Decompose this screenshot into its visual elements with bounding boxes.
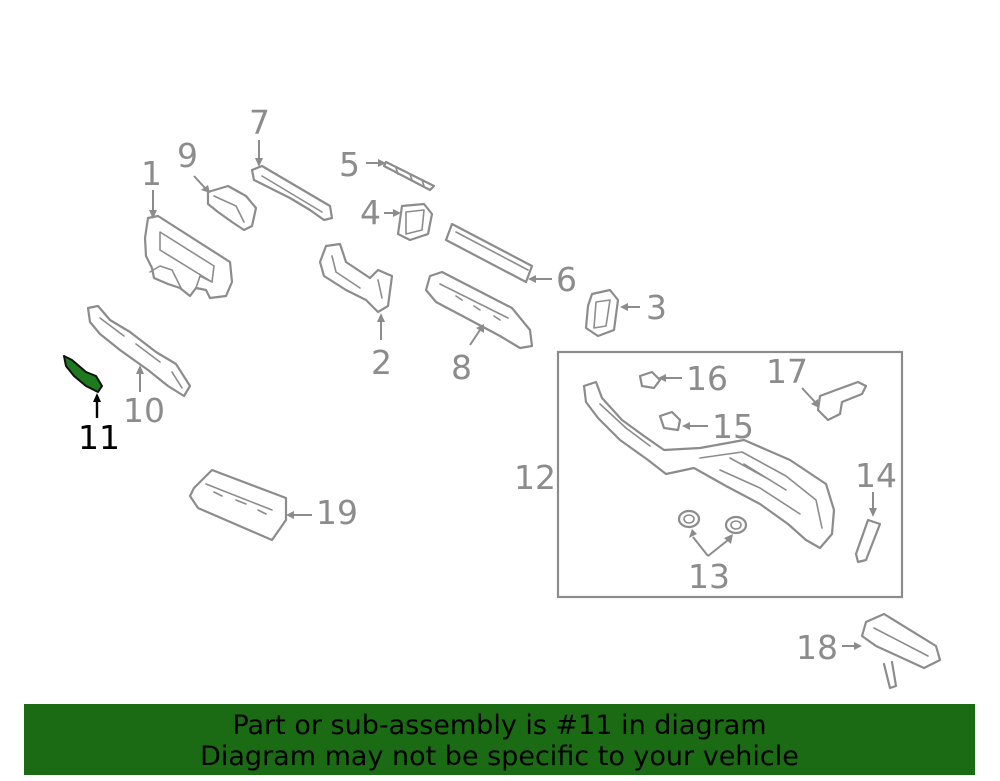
callout-14: 14 <box>855 456 897 495</box>
leader-13b <box>707 539 729 557</box>
part-19-drawing <box>188 468 288 542</box>
part-11-drawing <box>63 355 103 393</box>
callout-8: 8 <box>451 348 472 387</box>
leader-13a <box>692 536 709 557</box>
callout-7: 7 <box>249 103 270 142</box>
callout-11: 11 <box>78 418 120 457</box>
callout-15: 15 <box>712 407 754 446</box>
info-banner: Part or sub-assembly is #11 in diagram D… <box>24 704 975 775</box>
part-13-drawing <box>677 509 748 535</box>
part-6-drawing <box>444 222 534 284</box>
leader-17 <box>801 387 816 403</box>
part-2-drawing <box>318 242 394 314</box>
callout-17: 17 <box>766 352 808 391</box>
part-7-drawing <box>250 164 334 222</box>
part-8-drawing <box>424 270 534 350</box>
callout-12: 12 <box>514 458 556 497</box>
part-15-drawing <box>658 410 682 432</box>
callout-18: 18 <box>796 628 838 667</box>
callout-2: 2 <box>371 343 392 382</box>
part-14-drawing <box>854 518 882 564</box>
callout-9: 9 <box>177 136 198 175</box>
part-4-drawing <box>396 202 434 242</box>
callout-5: 5 <box>339 145 360 184</box>
part-17-drawing <box>816 380 868 422</box>
banner-line-2: Diagram may not be specific to your vehi… <box>200 741 799 772</box>
part-16-drawing <box>638 370 662 390</box>
banner-line-1: Part or sub-assembly is #11 in diagram <box>232 710 767 741</box>
callout-6: 6 <box>556 260 577 299</box>
callout-13: 13 <box>688 557 730 596</box>
part-10-drawing <box>86 304 192 398</box>
callout-19: 19 <box>316 493 358 532</box>
part-5-drawing <box>382 160 436 192</box>
part-18-drawing <box>860 612 942 690</box>
callout-16: 16 <box>686 359 728 398</box>
callout-3: 3 <box>646 288 667 327</box>
part-9-drawing <box>206 184 258 232</box>
part-1-drawing <box>143 214 234 300</box>
callout-4: 4 <box>360 193 381 232</box>
sub-assembly-box <box>556 350 904 599</box>
part-12-drawing <box>582 380 836 550</box>
part-3-drawing <box>584 288 620 338</box>
leader-8 <box>469 329 481 346</box>
leader-9 <box>193 175 206 189</box>
callout-10: 10 <box>123 391 165 430</box>
callout-1: 1 <box>141 154 162 193</box>
